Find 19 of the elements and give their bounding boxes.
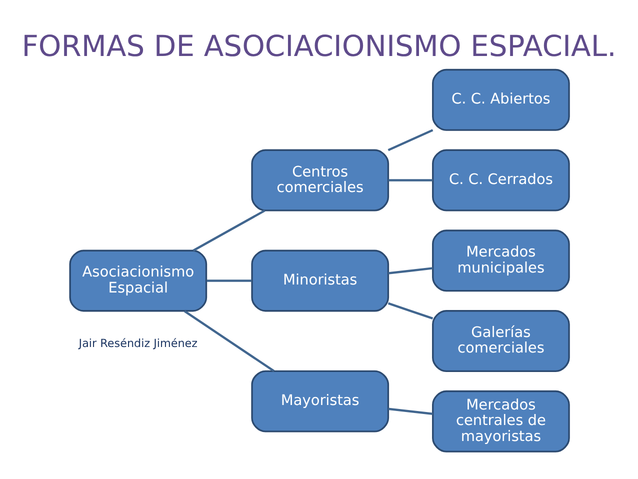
node-box: Mercados centrales de mayoristas [432,390,570,452]
connector [388,128,434,151]
node-box: Mercados municipales [432,229,570,292]
node-box: C. C. Abiertos [432,68,570,130]
connector [206,279,252,282]
node-box: Galerías comerciales [432,310,570,372]
node-box: Minoristas [251,249,390,312]
node-box: C. C. Cerrados [432,148,570,211]
node-box: Asociacionismo Espacial [69,249,208,312]
connector [192,209,266,252]
connector [388,302,434,319]
connector [388,266,433,274]
connector [388,407,433,414]
connector [184,310,275,372]
node-box: Mayoristas [251,370,390,432]
label: Jair Reséndiz Jiménez [78,336,198,350]
node-box: Centros comerciales [251,148,390,211]
connector [388,178,433,181]
diagram-title: FORMAS DE ASOCIACIONISMO ESPACIAL. [22,28,616,63]
